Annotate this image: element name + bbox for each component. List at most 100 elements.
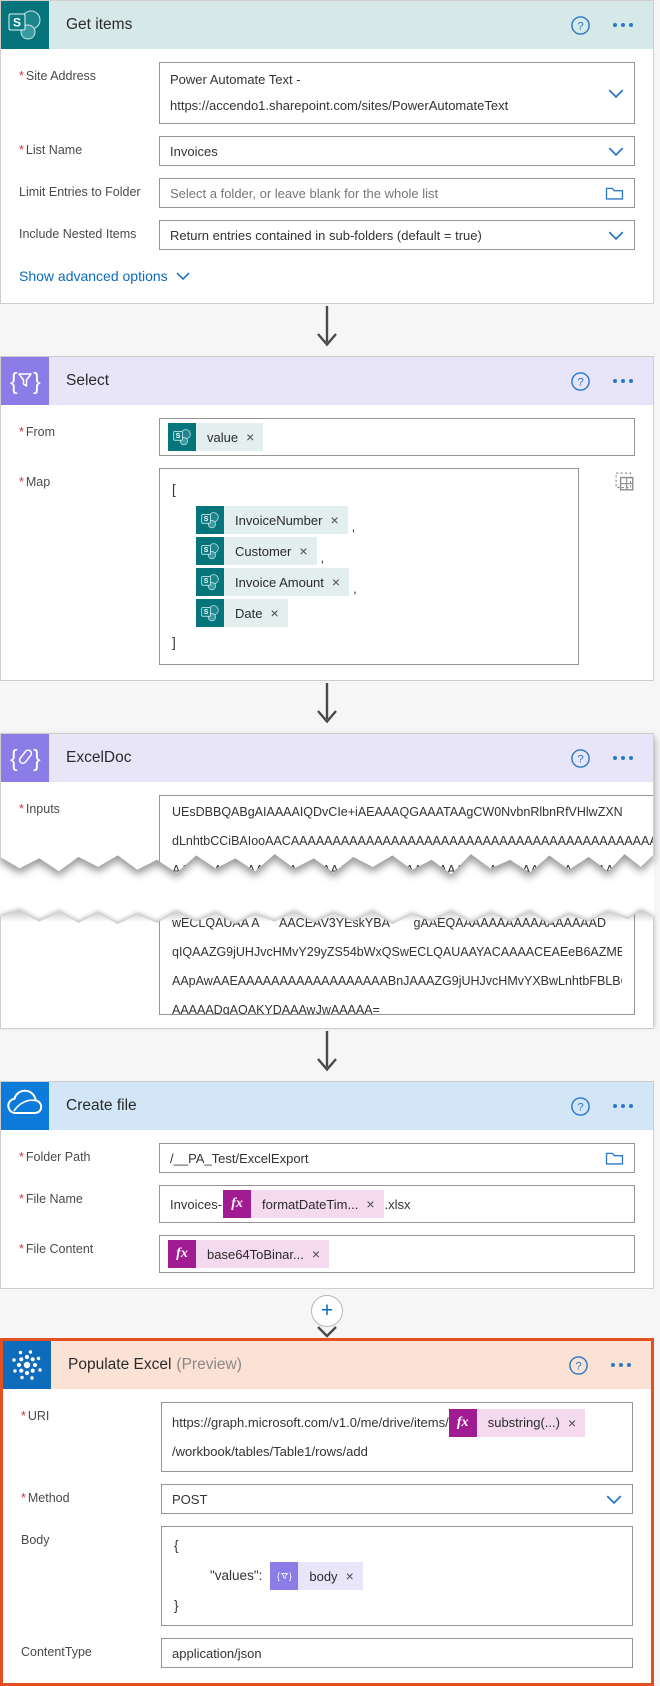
switch-map-text-mode-icon[interactable]: [615, 468, 635, 492]
file-name-label: *File Name: [19, 1192, 83, 1206]
file-content-input[interactable]: fx base64ToBinar...×: [159, 1235, 635, 1273]
flow-arrow: [0, 1029, 654, 1081]
dynamic-token-invoice-amount[interactable]: S Invoice Amount×: [196, 568, 350, 596]
map-token-row: S InvoiceNumber× ,: [196, 506, 566, 534]
folder-picker-icon[interactable]: [597, 1151, 624, 1166]
folder-path-input[interactable]: /__PA_Test/ExcelExport: [159, 1143, 635, 1173]
svg-text:?: ?: [577, 20, 583, 32]
populate-excel-header[interactable]: Populate Excel(Preview) ?: [3, 1341, 651, 1389]
from-label: *From: [19, 425, 56, 439]
include-nested-input[interactable]: Return entries contained in sub-folders …: [159, 220, 635, 250]
select-header[interactable]: { } Select ?: [1, 357, 653, 405]
map-input[interactable]: [ S InvoiceNumber× , S Customer× ,: [159, 468, 579, 665]
svg-text:{: {: [10, 745, 18, 771]
field-method: *Method POST: [21, 1484, 633, 1514]
svg-text:S: S: [204, 609, 209, 616]
site-address-input[interactable]: Power Automate Text - https://accendo1.s…: [159, 62, 635, 124]
include-nested-label: Include Nested Items: [19, 227, 137, 241]
file-name-input[interactable]: Invoices- fx formatDateTim...× .xlsx: [159, 1185, 635, 1223]
expression-token-substring[interactable]: fx substring(...)×: [448, 1409, 586, 1437]
content-type-input[interactable]: application/json: [161, 1638, 633, 1668]
preview-tag: (Preview): [176, 1356, 242, 1373]
field-list-name: *List Name Invoices: [19, 136, 635, 166]
chevron-down-icon: [176, 272, 190, 280]
show-advanced-options-link[interactable]: Show advanced options: [19, 268, 635, 284]
field-content-type: ContentType application/json: [21, 1638, 633, 1668]
svg-text:}: }: [33, 745, 41, 771]
remove-token-icon[interactable]: ×: [345, 1568, 354, 1584]
remove-token-icon[interactable]: ×: [331, 574, 341, 590]
svg-text:S: S: [176, 433, 181, 440]
field-include-nested: Include Nested Items Return entries cont…: [19, 220, 635, 250]
card-title: Populate Excel(Preview): [68, 1356, 242, 1373]
method-select[interactable]: POST: [161, 1484, 633, 1514]
remove-token-icon[interactable]: ×: [366, 1196, 375, 1212]
from-input[interactable]: S value×: [159, 418, 635, 456]
map-token-row: S Invoice Amount× ,: [196, 568, 566, 596]
sharepoint-icon: S: [196, 568, 224, 596]
remove-token-icon[interactable]: ×: [270, 605, 279, 621]
map-token-row: S Customer× ,: [196, 537, 566, 565]
folder-path-label: *Folder Path: [19, 1150, 91, 1164]
insert-step-button[interactable]: +: [311, 1295, 343, 1327]
exceldoc-header[interactable]: { } ExcelDoc ?: [1, 734, 653, 782]
field-uri: *URI https://graph.microsoft.com/v1.0/me…: [21, 1402, 633, 1472]
remove-token-icon[interactable]: ×: [299, 543, 308, 559]
svg-text:S: S: [13, 16, 21, 30]
dynamic-token-date[interactable]: S Date×: [196, 599, 288, 627]
field-file-content: *File Content fx base64ToBinar...×: [19, 1235, 635, 1273]
inputs-textarea-continued[interactable]: wECLQAUAA A AACEAV3YEskYBA gAAEQAAAAAAAA…: [0, 910, 654, 1029]
remove-token-icon[interactable]: ×: [246, 429, 255, 445]
help-icon[interactable]: ?: [570, 1096, 591, 1117]
dynamic-token-body[interactable]: {} body×: [270, 1562, 363, 1590]
site-address-display-name: Power Automate Text -: [170, 72, 301, 87]
action-card-create-file: Create file ? *Folder Path /__PA_Test/Ex…: [0, 1081, 654, 1289]
more-menu-icon[interactable]: [613, 1104, 633, 1108]
field-limit-entries: Limit Entries to Folder Select a folder,…: [19, 178, 635, 208]
chevron-down-icon[interactable]: [600, 88, 624, 98]
select-output-icon: {}: [270, 1562, 299, 1590]
remove-token-icon[interactable]: ×: [330, 512, 339, 528]
action-card-select: { } Select ? *From S: [0, 356, 654, 681]
more-menu-icon[interactable]: [613, 379, 633, 383]
chevron-down-icon[interactable]: [598, 1494, 622, 1504]
help-icon[interactable]: ?: [570, 748, 591, 769]
help-icon[interactable]: ?: [570, 15, 591, 36]
uri-input[interactable]: https://graph.microsoft.com/v1.0/me/driv…: [161, 1402, 633, 1472]
get-items-header[interactable]: S Get items ?: [1, 1, 653, 49]
sharepoint-icon: S: [168, 423, 196, 451]
inputs-textarea[interactable]: UEsDBBQABgAIAAAAIQDvCIe+iAEAAAQGAAATAAgC…: [159, 795, 653, 875]
field-inputs: *Inputs UEsDBBQABgAIAAAAIQDvCIe+iAEAAAQG…: [19, 795, 653, 875]
svg-text:S: S: [204, 547, 209, 554]
limit-entries-input[interactable]: Select a folder, or leave blank for the …: [159, 178, 635, 208]
expression-token-base64tobinary[interactable]: fx base64ToBinar...×: [168, 1240, 330, 1268]
body-textarea[interactable]: { "values": {} body× }: [161, 1526, 633, 1626]
svg-text:}: }: [33, 368, 41, 394]
action-card-get-items: S Get items ? *Site Address Power Automa…: [0, 0, 654, 304]
chevron-down-icon[interactable]: [600, 230, 624, 240]
folder-picker-icon[interactable]: [597, 186, 624, 201]
dynamic-token-value[interactable]: S value×: [168, 423, 264, 451]
file-content-label: *File Content: [19, 1242, 94, 1256]
help-icon[interactable]: ?: [570, 371, 591, 392]
list-name-input[interactable]: Invoices: [159, 136, 635, 166]
field-map: *Map [ S InvoiceNumber× , S Customer×: [19, 468, 635, 665]
more-menu-icon[interactable]: [613, 23, 633, 27]
remove-token-icon[interactable]: ×: [311, 1246, 321, 1262]
expression-token-formatdatetime[interactable]: fx formatDateTim...×: [223, 1190, 384, 1218]
dynamic-token-invoicenumber[interactable]: S InvoiceNumber×: [196, 506, 348, 534]
sharepoint-icon: S: [196, 537, 224, 565]
help-icon[interactable]: ?: [568, 1355, 589, 1376]
more-menu-icon[interactable]: [613, 756, 633, 760]
chevron-down-icon[interactable]: [600, 146, 624, 156]
more-menu-icon[interactable]: [611, 1363, 631, 1367]
svg-text:?: ?: [577, 1101, 583, 1113]
action-card-exceldoc: { } ExcelDoc ? *Input: [0, 733, 654, 1029]
field-from: *From S value×: [19, 418, 635, 456]
remove-token-icon[interactable]: ×: [567, 1415, 577, 1431]
create-file-header[interactable]: Create file ?: [1, 1082, 653, 1130]
svg-text:?: ?: [575, 1360, 581, 1372]
dynamic-token-customer[interactable]: S Customer×: [196, 537, 317, 565]
fx-icon: fx: [223, 1190, 252, 1218]
